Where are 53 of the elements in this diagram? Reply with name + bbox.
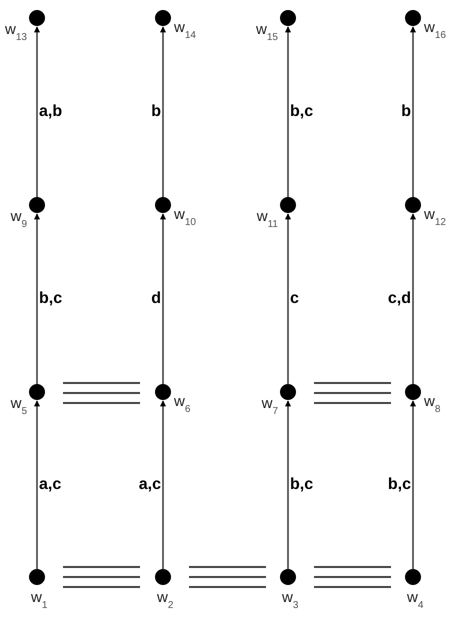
vertex-dot <box>405 10 421 26</box>
arrow <box>34 26 40 197</box>
arrow <box>285 26 291 197</box>
vertex-label: w$_{9}$ <box>10 209 27 230</box>
vertex-dot <box>405 197 421 213</box>
arrow <box>410 400 416 569</box>
vertex-label: w$_{11}$ <box>256 209 278 230</box>
arrow <box>34 400 40 569</box>
vertex-label: w$_{6}$ <box>174 394 190 415</box>
arrow <box>160 400 166 569</box>
vertex-label: w$_{7}$ <box>262 396 278 417</box>
vertex-dot <box>405 569 421 585</box>
edge-label: b,c <box>289 476 314 492</box>
vertex-label: w$_{15}$ <box>256 22 278 43</box>
arrow <box>160 213 166 384</box>
vertex-dot <box>405 384 421 400</box>
vertex-dot <box>29 569 45 585</box>
vertex-dot <box>155 384 171 400</box>
edge-label: b,c <box>38 290 64 306</box>
edge-label: b,c <box>386 476 412 492</box>
vertex-dot <box>29 10 45 26</box>
edge-label: b <box>150 104 162 120</box>
vertex-dot <box>280 384 296 400</box>
vertex-label: w$_{8}$ <box>424 394 440 415</box>
vertex-dot <box>280 569 296 585</box>
edge-label: d <box>150 290 162 306</box>
vertex-label: w$_{4}$ <box>407 590 424 611</box>
vertex-label: w$_{10}$ <box>174 207 196 228</box>
vertex-dot <box>155 569 171 585</box>
vertex-label: w$_{14}$ <box>174 20 196 41</box>
edge-label: b,c <box>289 104 314 120</box>
vertex-dot <box>280 10 296 26</box>
vertex-label: w$_{16}$ <box>424 20 446 41</box>
vertex-label: w$_{1}$ <box>31 590 48 611</box>
vertex-label: w$_{3}$ <box>282 590 298 611</box>
vertex-dot <box>155 197 171 213</box>
vertex-dot <box>29 384 45 400</box>
edge-label: c,d <box>386 290 412 306</box>
arrow <box>285 400 291 569</box>
vertex-label: w$_{12}$ <box>424 207 446 228</box>
arrow <box>34 213 40 384</box>
arrow <box>160 26 166 197</box>
vertex-label: w$_{5}$ <box>10 396 27 417</box>
arrow <box>410 213 416 384</box>
vertex-dot <box>155 10 171 26</box>
arrow <box>285 213 291 384</box>
vertex-label: w$_{2}$ <box>157 590 174 611</box>
edge-label: b <box>400 104 412 120</box>
vertex-dot <box>280 197 296 213</box>
arrow <box>410 26 416 197</box>
edge-label: a,b <box>38 104 64 120</box>
vertex-label: w$_{13}$ <box>5 22 27 43</box>
vertex-dot <box>29 197 45 213</box>
